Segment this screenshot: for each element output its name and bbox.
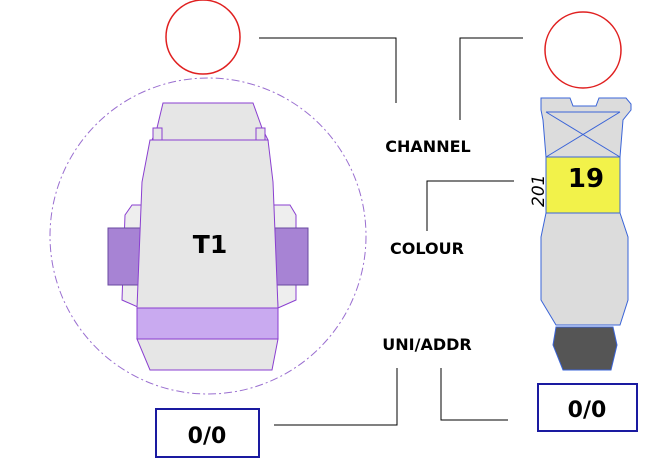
- legend-labels: CHANNEL COLOUR UNI/ADDR: [382, 137, 471, 354]
- top-cap-notch-left: [152, 127, 163, 141]
- colour-label: COLOUR: [390, 239, 464, 258]
- symbol-focus-circle: [544, 11, 622, 89]
- fixture-label: T1: [193, 230, 227, 259]
- leader-colour: [426, 180, 514, 231]
- symbol-channel-box: [545, 156, 621, 214]
- symbol-head: [540, 97, 632, 158]
- uni-addr-box-right: 0/0: [537, 383, 638, 432]
- uni-addr-label: UNI/ADDR: [382, 335, 471, 354]
- symbol-lens: [552, 326, 618, 371]
- beam-coverage-circle: [49, 77, 367, 395]
- side-handle-left: [107, 227, 142, 286]
- fixture-symbol: 19 201: [529, 11, 632, 371]
- fixture-lens-band: [136, 307, 279, 340]
- symbol-channel-number: 19: [568, 164, 604, 194]
- symbol-cross-b: [545, 111, 621, 158]
- channel-label: CHANNEL: [385, 137, 470, 156]
- fixture-top-cap: [151, 102, 269, 141]
- fixture-bottom-base: [136, 338, 279, 371]
- fixture-body: [136, 139, 279, 309]
- uni-addr-box-left: 0/0: [155, 408, 260, 458]
- leader-lines: [259, 37, 523, 426]
- top-cap-notch-right: [255, 127, 266, 141]
- leader-uni-left: [274, 368, 398, 426]
- fixture-plan-view: T1: [49, 0, 367, 395]
- leader-focus-right: [459, 37, 523, 120]
- leader-uni-right: [440, 368, 508, 421]
- fixture-uni-addr-value: 0/0: [188, 424, 227, 449]
- symbol-uni-addr-value: 0/0: [568, 398, 607, 423]
- leader-focus-left: [259, 37, 397, 103]
- side-handle-right: [274, 227, 309, 286]
- focus-position-circle: [165, 0, 241, 75]
- symbol-dimmer-number: 201: [529, 175, 549, 207]
- symbol-body: [540, 212, 629, 326]
